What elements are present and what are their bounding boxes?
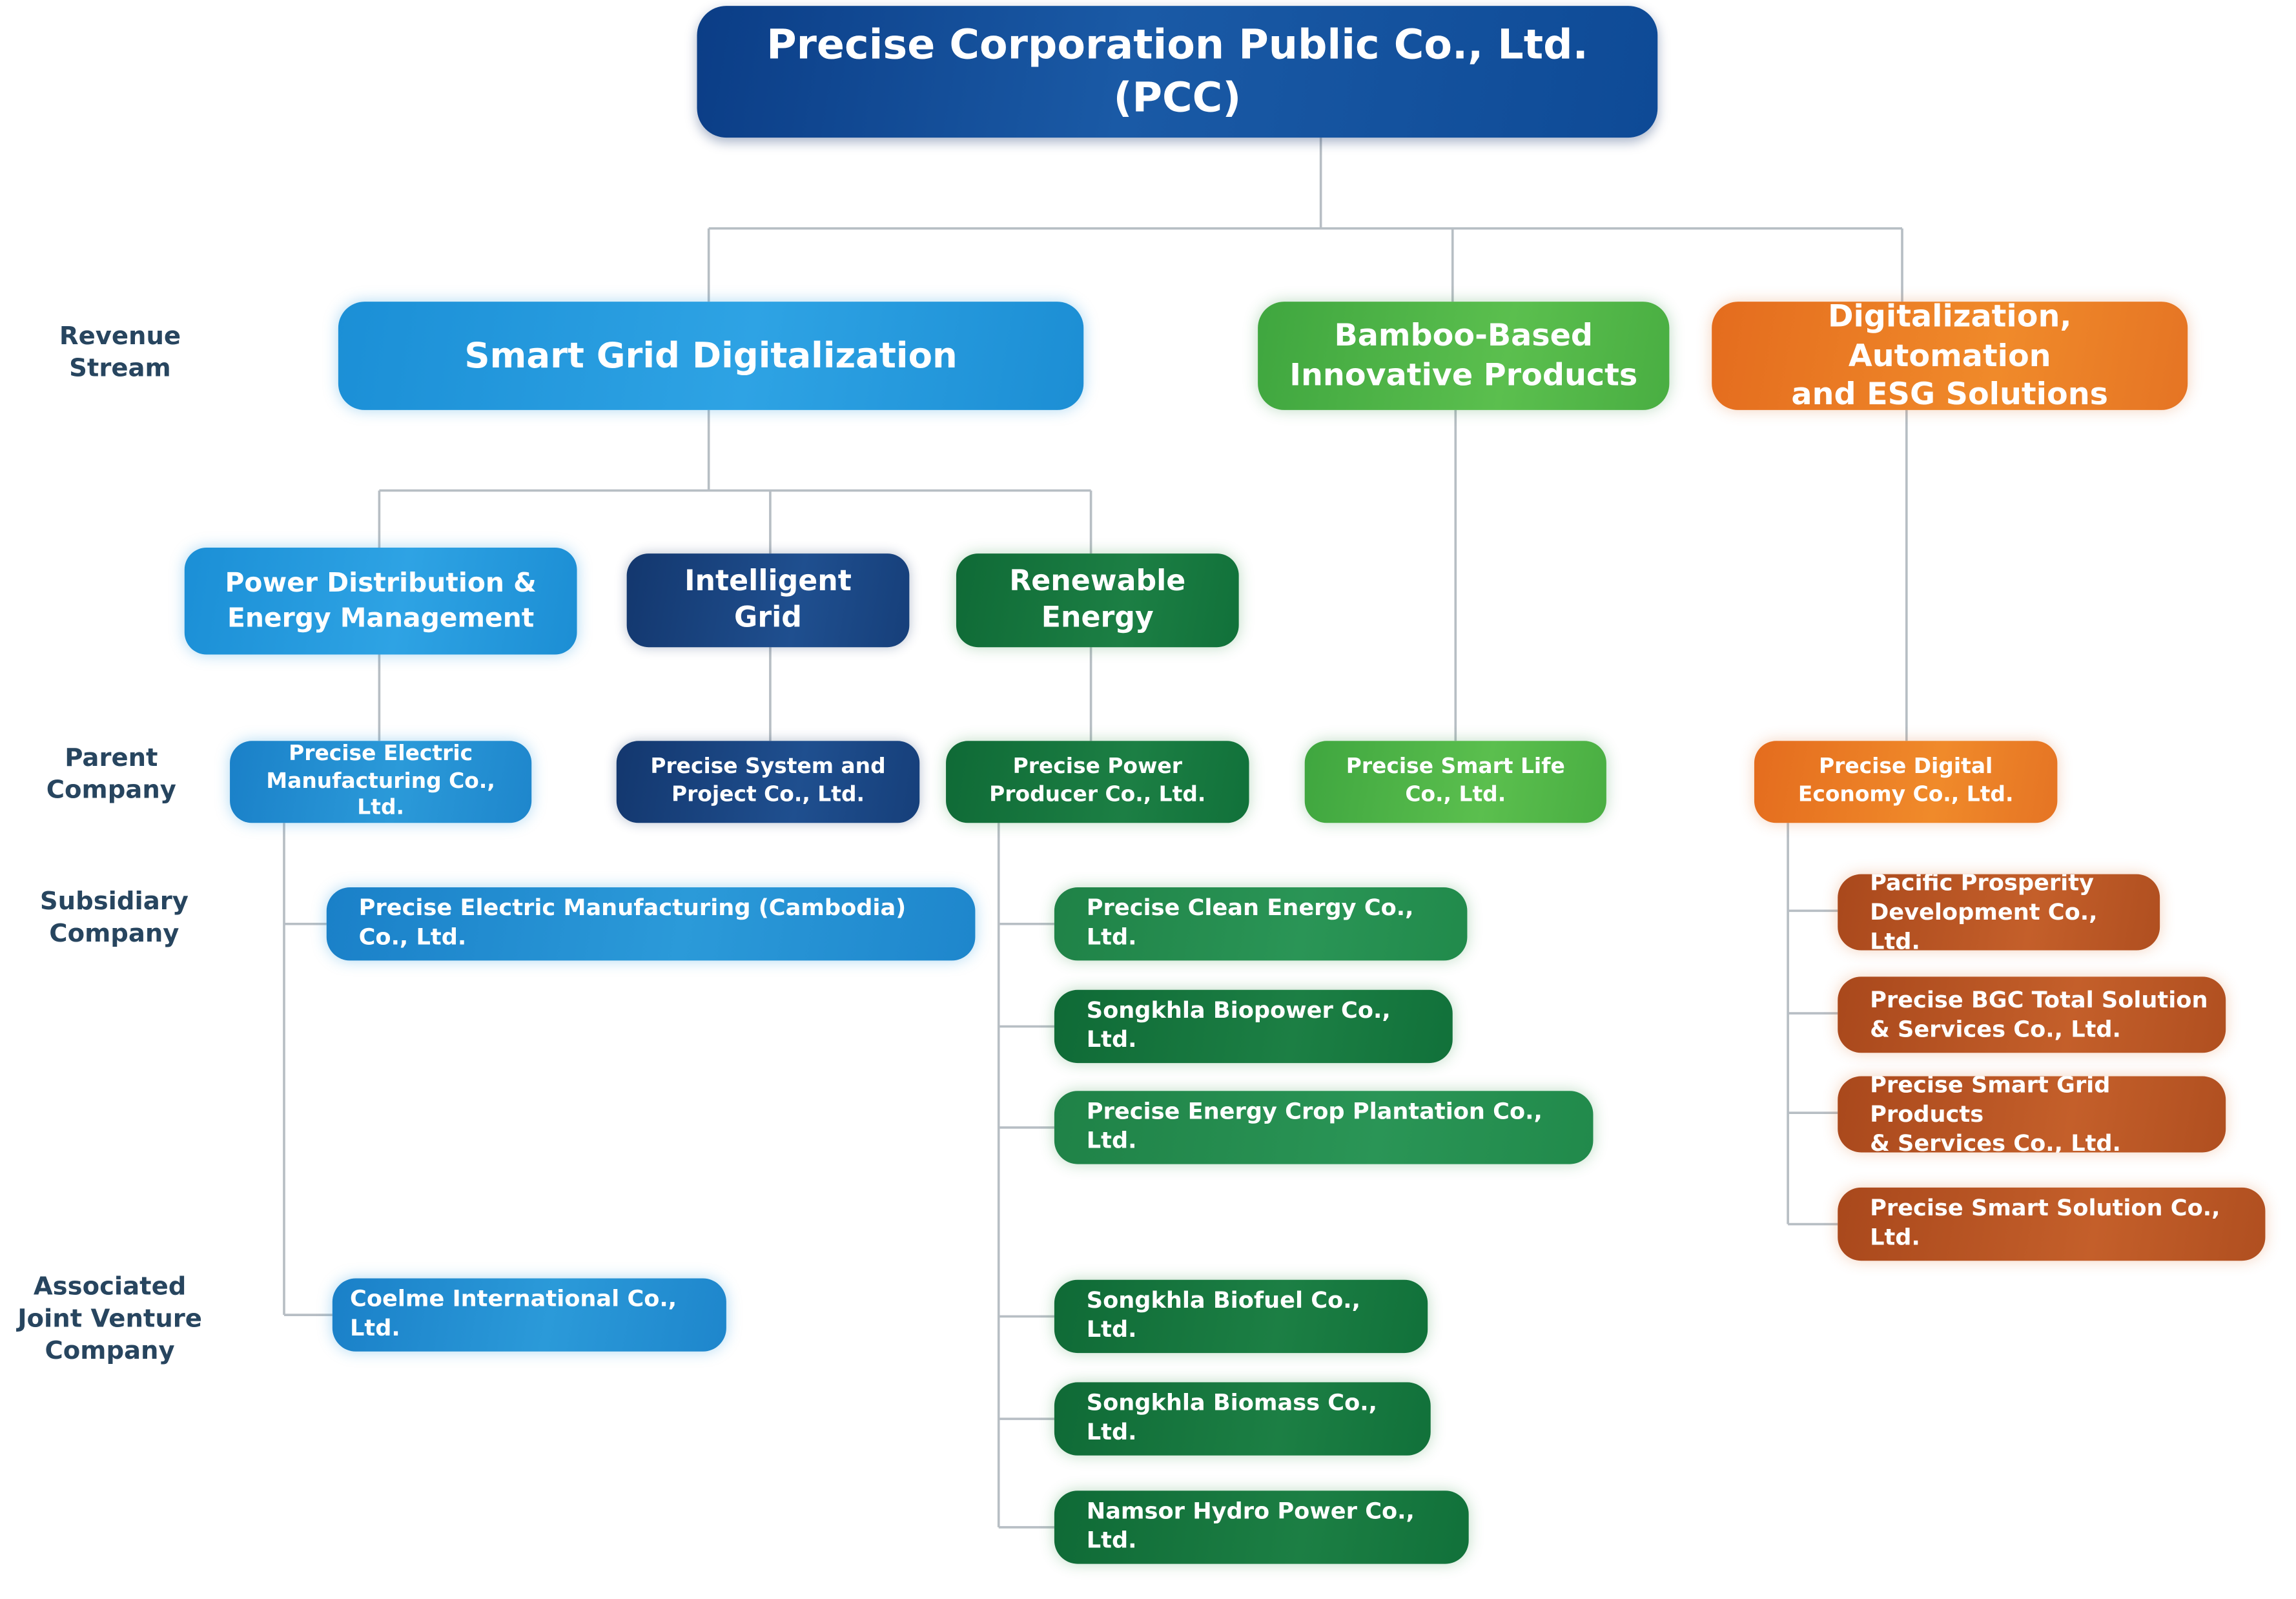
parent-smart-life: Precise Smart Life Co., Ltd. xyxy=(1304,741,1606,823)
revenue-bamboo: Bamboo-Based Innovative Products xyxy=(1258,302,1670,410)
subsidiary-cambodia: Precise Electric Manufacturing (Cambodia… xyxy=(326,887,976,961)
associate-songkhla-biomass-label: Songkhla Biomass Co., Ltd. xyxy=(1086,1390,1377,1445)
associate-coelme-label: Coelme International Co., Ltd. xyxy=(350,1286,677,1341)
row-label-associated-jv: Associated Joint Venture Company xyxy=(17,1272,202,1367)
associate-songkhla-biofuel-label: Songkhla Biofuel Co., Ltd. xyxy=(1086,1287,1360,1343)
associate-namsor-hydro-label: Namsor Hydro Power Co., Ltd. xyxy=(1086,1498,1415,1554)
subsidiary-songkhla-biopower: Songkhla Biopower Co., Ltd. xyxy=(1054,989,1453,1064)
segment-intelligent-grid: Intelligent Grid xyxy=(626,553,910,648)
subsidiary-pacific-prosperity-label: Pacific Prosperity Development Co., Ltd. xyxy=(1870,874,2098,951)
parent-smart-life-label: Precise Smart Life Co., Ltd. xyxy=(1346,756,1565,807)
row-label-parent-company: Parent Company xyxy=(46,743,176,806)
revenue-smart-grid-label: Smart Grid Digitalization xyxy=(464,335,958,376)
subsidiary-clean-energy-label: Precise Clean Energy Co., Ltd. xyxy=(1086,894,1414,951)
revenue-bamboo-label: Bamboo-Based Innovative Products xyxy=(1289,318,1638,393)
subsidiary-clean-energy: Precise Clean Energy Co., Ltd. xyxy=(1054,887,1468,961)
segment-power-distribution-label: Power Distribution & Energy Management xyxy=(225,568,537,634)
associate-songkhla-biofuel: Songkhla Biofuel Co., Ltd. xyxy=(1054,1279,1428,1354)
associate-coelme: Coelme International Co., Ltd. xyxy=(332,1278,726,1352)
row-label-revenue-stream: Revenue Stream xyxy=(59,322,181,384)
subsidiary-smart-solution-label: Precise Smart Solution Co., Ltd. xyxy=(1870,1195,2220,1251)
pcc-name: Precise Corporation Public Co., Ltd. (PC… xyxy=(766,21,1588,122)
subsidiary-crop-plantation-label: Precise Energy Crop Plantation Co., Ltd. xyxy=(1086,1098,1543,1154)
parent-power-producer: Precise Power Producer Co., Ltd. xyxy=(946,741,1249,823)
revenue-smart-grid: Smart Grid Digitalization xyxy=(338,302,1084,410)
subsidiary-cambodia-label: Precise Electric Manufacturing (Cambodia… xyxy=(358,894,907,951)
revenue-digitalization: Digitalization, Automation and ESG Solut… xyxy=(1712,302,2188,410)
parent-system-project: Precise System and Project Co., Ltd. xyxy=(616,741,920,823)
segment-intelligent-grid-label: Intelligent Grid xyxy=(684,564,852,634)
associate-namsor-hydro: Namsor Hydro Power Co., Ltd. xyxy=(1054,1491,1469,1564)
pcc-box: Precise Corporation Public Co., Ltd. (PC… xyxy=(697,6,1658,138)
segment-renewable-label: Renewable Energy xyxy=(1009,564,1186,634)
parent-digital-economy-label: Precise Digital Economy Co., Ltd. xyxy=(1798,756,2014,807)
associate-songkhla-biomass: Songkhla Biomass Co., Ltd. xyxy=(1054,1382,1431,1456)
parent-electric-mfg: Precise Electric Manufacturing Co., Ltd. xyxy=(230,741,532,823)
revenue-digitalization-label: Digitalization, Automation and ESG Solut… xyxy=(1791,302,2108,410)
segment-renewable: Renewable Energy xyxy=(956,553,1239,648)
segment-power-distribution: Power Distribution & Energy Management xyxy=(184,548,577,655)
parent-electric-mfg-label: Precise Electric Manufacturing Co., Ltd. xyxy=(266,742,495,821)
subsidiary-bgc-total: Precise BGC Total Solution & Services Co… xyxy=(1838,976,2226,1053)
subsidiary-smart-grid-products-label: Precise Smart Grid Products & Services C… xyxy=(1870,1076,2121,1153)
subsidiary-smart-solution: Precise Smart Solution Co., Ltd. xyxy=(1838,1187,2266,1261)
subsidiary-songkhla-biopower-label: Songkhla Biopower Co., Ltd. xyxy=(1086,997,1391,1053)
parent-power-producer-label: Precise Power Producer Co., Ltd. xyxy=(989,756,1206,807)
subsidiary-smart-grid-products: Precise Smart Grid Products & Services C… xyxy=(1838,1076,2226,1153)
parent-digital-economy: Precise Digital Economy Co., Ltd. xyxy=(1754,741,2058,823)
subsidiary-bgc-total-label: Precise BGC Total Solution & Services Co… xyxy=(1870,986,2208,1043)
subsidiary-crop-plantation: Precise Energy Crop Plantation Co., Ltd. xyxy=(1054,1091,1594,1164)
parent-system-project-label: Precise System and Project Co., Ltd. xyxy=(650,756,886,807)
row-label-subsidiary-company: Subsidiary Company xyxy=(39,887,189,949)
subsidiary-pacific-prosperity: Pacific Prosperity Development Co., Ltd. xyxy=(1838,874,2160,951)
